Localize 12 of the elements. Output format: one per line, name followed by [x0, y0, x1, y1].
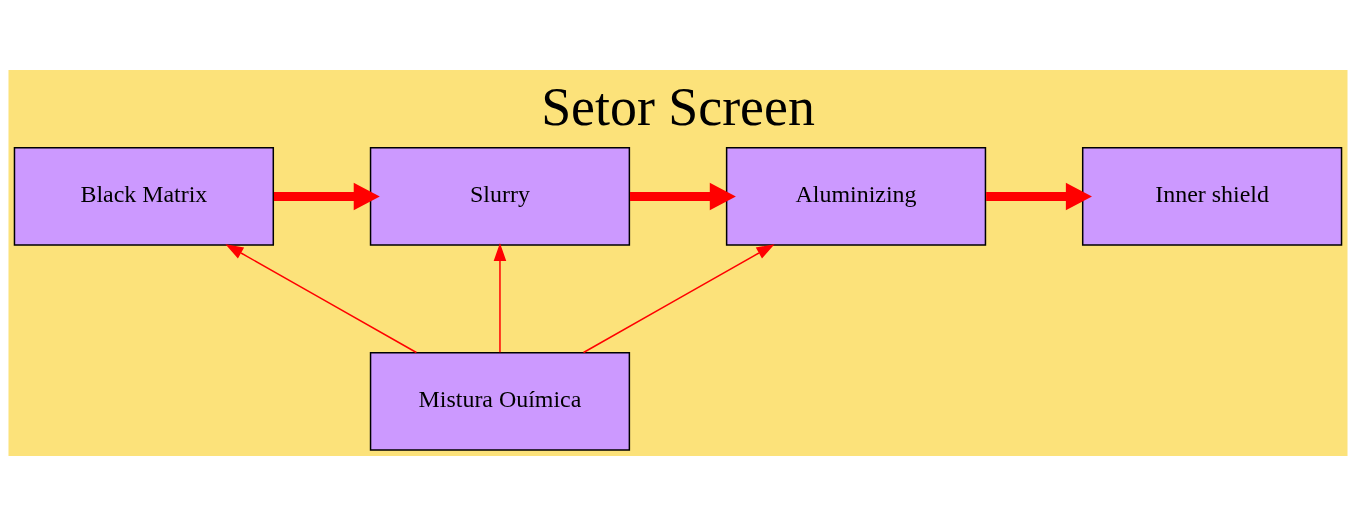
arrow	[986, 182, 1092, 210]
diagram-title: Setor Screen	[541, 76, 815, 137]
node-box: Aluminizing	[725, 146, 987, 246]
node-box: Black Matrix	[13, 146, 275, 246]
node-box: Inner shield	[1081, 146, 1343, 246]
arrow	[273, 182, 380, 210]
arrow	[493, 242, 507, 353]
arrow	[582, 243, 775, 353]
node-box: Mistura Ouímica	[369, 351, 631, 451]
arrow	[630, 182, 736, 210]
arrow	[225, 243, 418, 353]
node-box: Slurry	[369, 146, 631, 246]
